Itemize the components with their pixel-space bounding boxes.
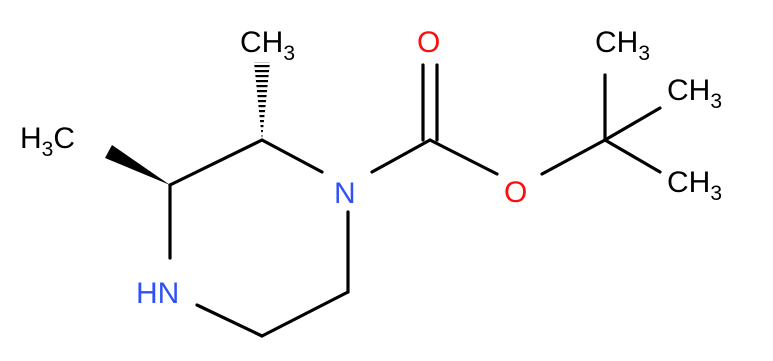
tbu-methyl-top-label: CH3	[595, 26, 650, 65]
bond-carbonyl-ester-o	[428, 138, 499, 176]
bond-cq-ch3-bot	[603, 138, 662, 174]
solid-wedge-bond	[105, 145, 170, 185]
ester-oxygen-label: O	[504, 176, 527, 209]
bond-c5-c6	[260, 290, 350, 338]
ring-bonds	[168, 73, 662, 338]
bond-cq-ch3-mid	[603, 106, 662, 142]
carbonyl-double-bond	[421, 63, 439, 142]
bond-c2-c3	[168, 138, 264, 187]
hashed-wedge-bond	[254, 62, 270, 140]
tbu-methyl-mid-label: CH3	[667, 74, 722, 113]
bond-n4-c5	[195, 303, 264, 338]
methyl-left-label: H3C	[20, 122, 75, 161]
bond-c2-n1	[260, 138, 324, 174]
carbonyl-oxygen-label: O	[417, 26, 440, 59]
ring-nitrogen-label: N	[334, 177, 356, 210]
tbu-methyl-bot-label: CH3	[667, 166, 722, 205]
methyl-top-label: CH3	[240, 26, 295, 65]
nh-label: HN	[136, 277, 179, 310]
bond-ester-o-cq	[540, 138, 607, 176]
bond-n1-carbonyl	[370, 138, 432, 174]
